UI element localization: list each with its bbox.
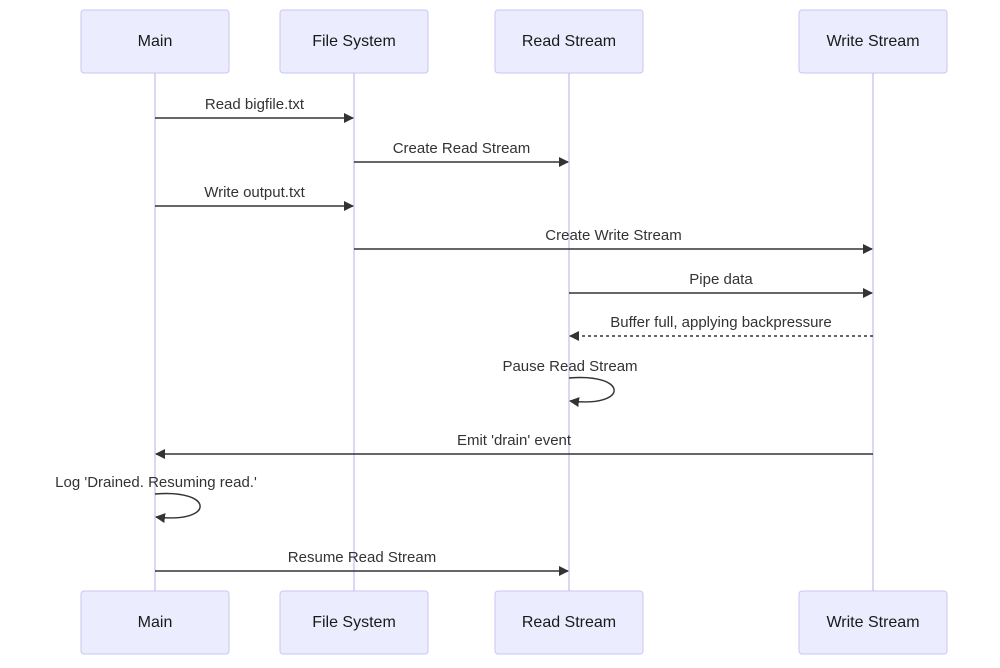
participant-main-bottom: Main [80, 590, 230, 655]
participant-rs-top: Read Stream [494, 9, 644, 74]
message-5: Pipe data [569, 271, 873, 298]
message-label: Emit 'drain' event [457, 432, 572, 449]
message-label: Resume Read Stream [288, 549, 436, 566]
participant-box [279, 590, 429, 655]
participant-rs-bottom: Read Stream [494, 590, 644, 655]
participant-box [279, 9, 429, 74]
message-8: Emit 'drain' event [155, 432, 873, 459]
participant-box [494, 9, 644, 74]
message-label: Write output.txt [204, 184, 305, 201]
participant-main-top: Main [80, 9, 230, 74]
participant-fs-top: File System [279, 9, 429, 74]
message-label: Create Read Stream [393, 140, 531, 157]
message-6: Buffer full, applying backpressure [569, 314, 873, 341]
message-3: Write output.txt [155, 184, 354, 211]
message-label: Log 'Drained. Resuming read.' [55, 474, 257, 491]
message-9: Log 'Drained. Resuming read.' [55, 474, 257, 524]
participant-box [798, 9, 948, 74]
self-message-arrow [154, 492, 201, 524]
participant-label: Main [138, 33, 173, 50]
participant-box [494, 590, 644, 655]
participant-ws-bottom: Write Stream [798, 590, 948, 655]
message-label: Pipe data [689, 271, 753, 288]
participant-label: Read Stream [522, 614, 616, 631]
message-label: Read bigfile.txt [205, 96, 305, 113]
message-1: Read bigfile.txt [155, 96, 354, 123]
message-label: Create Write Stream [545, 227, 681, 244]
self-message-arrow [568, 376, 615, 408]
message-4: Create Write Stream [354, 227, 873, 254]
participant-label: File System [312, 33, 396, 50]
participant-label: Read Stream [522, 33, 616, 50]
message-10: Resume Read Stream [155, 549, 569, 576]
participant-label: Main [138, 614, 173, 631]
participant-box [798, 590, 948, 655]
message-label: Pause Read Stream [502, 358, 637, 375]
participant-label: Write Stream [826, 33, 919, 50]
message-label: Buffer full, applying backpressure [610, 314, 832, 331]
message-7: Pause Read Stream [502, 358, 638, 408]
participant-box [80, 590, 230, 655]
message-2: Create Read Stream [354, 140, 569, 167]
participant-fs-bottom: File System [279, 590, 429, 655]
participant-label: Write Stream [826, 614, 919, 631]
participant-label: File System [312, 614, 396, 631]
participant-ws-top: Write Stream [798, 9, 948, 74]
participant-box [80, 9, 230, 74]
